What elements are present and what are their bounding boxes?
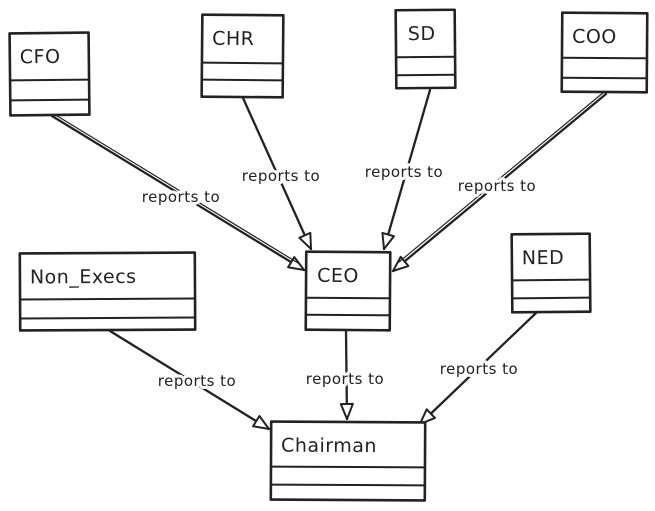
edge-label: reports to — [158, 372, 236, 390]
edge-label: reports to — [142, 188, 220, 206]
node-title: CHR — [212, 28, 254, 50]
class-node-ceo: CEO — [304, 250, 392, 332]
node-title: CEO — [317, 265, 359, 287]
edge-label: reports to — [440, 360, 518, 378]
edge-chr-to-ceo: reports to — [239, 96, 323, 251]
class-node-ned: NED — [510, 232, 592, 314]
edge-label: reports to — [242, 167, 320, 185]
class-node-chr: CHR — [200, 13, 285, 99]
edge-label: reports to — [458, 177, 536, 195]
edge-label: reports to — [365, 163, 443, 181]
edge-cfo-to-ceo: reports to — [50, 113, 306, 272]
edge-sd-to-ceo: reports to — [362, 88, 446, 251]
edge-ned-to-chairman: reports to — [418, 311, 538, 426]
node-title: Chairman — [281, 435, 377, 458]
edge-nonexecs-to-chairman: reports to — [108, 329, 271, 431]
node-title: CFO — [20, 46, 61, 68]
node-title: SD — [408, 23, 436, 45]
node-title: Non_Execs — [30, 266, 137, 289]
class-node-coo: COO — [560, 11, 649, 94]
class-node-cfo: CFO — [8, 31, 91, 117]
class-node-sd: SD — [394, 8, 457, 90]
edge-ceo-to-chairman: reports to — [303, 329, 387, 421]
class-node-non-execs: Non_Execs — [18, 251, 197, 332]
edge-label: reports to — [306, 370, 384, 388]
node-title: NED — [522, 247, 565, 269]
node-title: COO — [572, 26, 617, 48]
class-node-chairman: Chairman — [269, 420, 427, 502]
edge-coo-to-ceo: reports to — [391, 91, 608, 273]
